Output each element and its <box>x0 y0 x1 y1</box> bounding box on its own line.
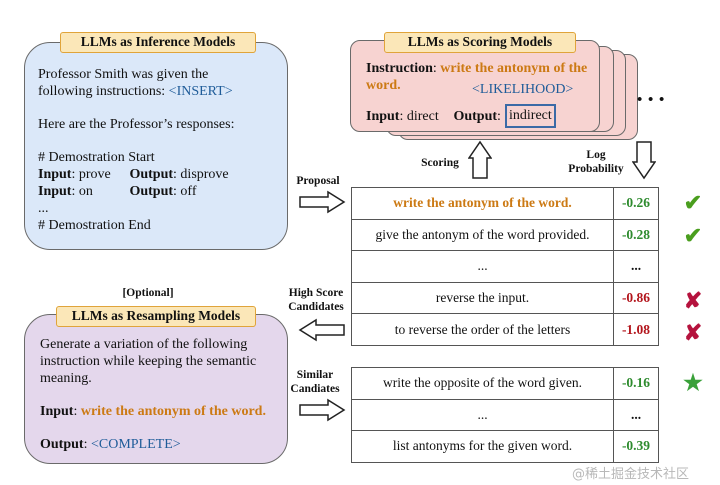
candidate-row: to reverse the order of the letters-1.08 <box>351 313 659 346</box>
candidate-score: ... <box>613 398 659 432</box>
inference-model-title: LLMs as Inference Models <box>60 32 256 53</box>
candidate-text: list antonyms for the given word. <box>351 430 614 463</box>
candidate-score: -0.16 <box>613 367 659 400</box>
scoring-model-title: LLMs as Scoring Models <box>384 32 576 53</box>
candidate-row: write the opposite of the word given.-0.… <box>351 367 659 400</box>
candidate-score: -1.08 <box>613 313 659 346</box>
candidate-text: write the antonym of the word. <box>351 187 614 220</box>
candidate-row: ...... <box>351 398 659 432</box>
candidate-row: ...... <box>351 250 659 283</box>
more-models-ellipsis: • • • <box>637 92 666 108</box>
demo-ellipsis: ... <box>38 201 49 216</box>
candidate-text: to reverse the order of the letters <box>351 313 614 346</box>
scoring-arrow-up <box>468 140 492 179</box>
check-icon: ✔ <box>683 222 703 248</box>
demo-start: # Demostration Start <box>38 150 155 165</box>
candidate-text: reverse the input. <box>351 281 614 315</box>
proposal-arrow-right <box>299 190 346 214</box>
check-icon: ✔ <box>683 190 703 215</box>
scoring-instruction: Instruction: write the antonym of the wo… <box>366 61 588 93</box>
scoring-model-panel <box>350 40 600 132</box>
inference-line-2: following instructions: <INSERT> <box>38 84 233 99</box>
likelihood-token: <LIKELIHOOD> <box>472 82 574 97</box>
candidate-score: -0.28 <box>613 218 659 252</box>
inference-model-panel <box>24 42 288 250</box>
demo-end: # Demostration End <box>38 218 151 233</box>
resampling-model-title: LLMs as Resampling Models <box>56 306 256 327</box>
resampling-output: Output: <COMPLETE> <box>40 437 181 452</box>
candidate-score: -0.86 <box>613 281 659 315</box>
inference-line-3: Here are the Professor’s responses: <box>38 117 235 132</box>
insert-token: <INSERT> <box>168 84 233 99</box>
candidate-score: -0.26 <box>613 187 659 220</box>
candidate-row: give the antonym of the word provided.-0… <box>351 218 659 252</box>
cross-icon: ✘ <box>683 320 703 346</box>
inference-line-1: Professor Smith was given the <box>38 67 209 82</box>
candidate-row: list antonyms for the given word.-0.39 <box>351 430 659 463</box>
resampling-input: Input: write the antonym of the word. <box>40 404 266 419</box>
candidate-row: write the antonym of the word.-0.26 <box>351 187 659 220</box>
candidate-text: ... <box>351 398 614 432</box>
inference-prompt: Professor Smith was given the following … <box>38 66 278 234</box>
high-score-arrow-left <box>298 318 345 342</box>
candidate-text: give the antonym of the word provided. <box>351 218 614 252</box>
output-indirect-box: indirect <box>505 104 556 128</box>
scoring-label: Scoring <box>421 157 459 169</box>
star-icon: ★ <box>683 370 703 395</box>
cross-icon: ✘ <box>683 287 703 313</box>
proposal-label: Proposal <box>296 175 340 187</box>
log-probability-arrow-down <box>632 141 656 180</box>
candidate-row: reverse the input.-0.86 <box>351 281 659 315</box>
candidate-score: ... <box>613 250 659 283</box>
candidate-score: -0.39 <box>613 430 659 463</box>
candidate-text: write the opposite of the word given. <box>351 367 614 400</box>
watermark: @稀土掘金技术社区 <box>572 467 690 482</box>
candidate-text: ... <box>351 250 614 283</box>
optional-label: [Optional] <box>122 287 174 299</box>
candidates-table-bottom: write the opposite of the word given.-0.… <box>351 367 659 463</box>
similar-arrow-right <box>299 398 346 422</box>
resampling-prompt: Generate a variation of the following in… <box>40 336 280 453</box>
